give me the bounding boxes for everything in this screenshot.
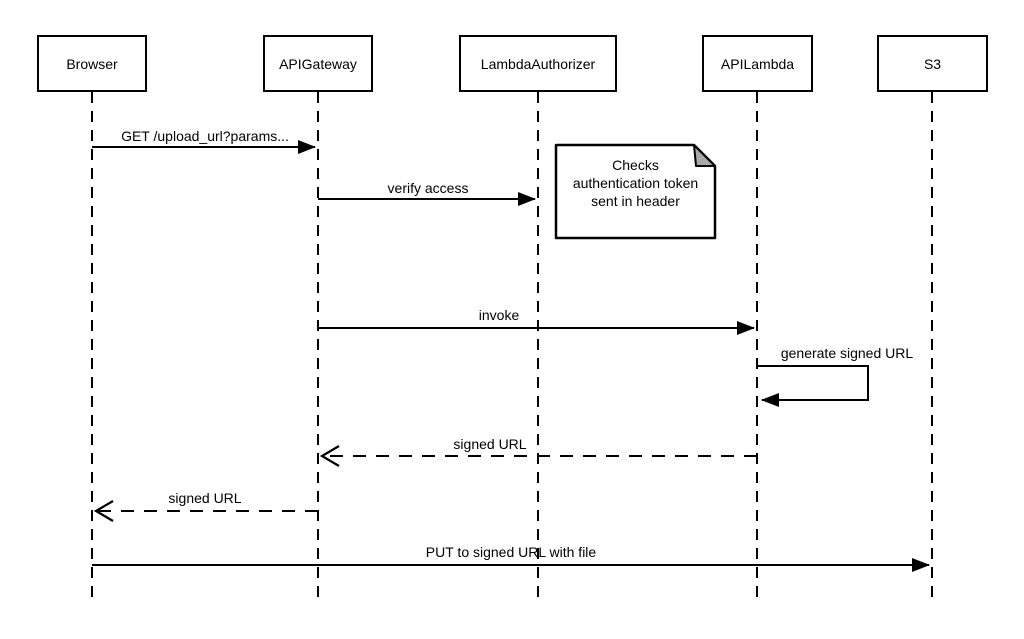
note-text: Checks authentication token sent in head… <box>560 156 711 210</box>
message-label-put-to-signed-url: PUT to signed URL with file <box>425 544 597 560</box>
message-label-verify-access: verify access <box>387 180 469 196</box>
actor-label-s3: S3 <box>923 55 942 72</box>
note-text-line-1: Checks <box>612 157 659 173</box>
note-shape <box>554 143 717 240</box>
actor-label-apigateway: APIGateway <box>279 55 357 72</box>
actor-box-browser: Browser <box>37 35 147 92</box>
actor-box-apilambda: APILambda <box>702 35 813 92</box>
message-label-generate-signed-url: generate signed URL <box>780 345 914 361</box>
actor-label-apilambda: APILambda <box>720 55 795 72</box>
actor-box-s3: S3 <box>877 35 988 92</box>
actor-box-apigateway: APIGateway <box>263 35 373 92</box>
message-label-signed-url-return-1: signed URL <box>453 436 527 452</box>
actor-label-lambdaauthorizer: LambdaAuthorizer <box>480 55 596 72</box>
message-label-signed-url-return-2: signed URL <box>168 490 242 506</box>
note-fold <box>693 144 716 167</box>
message-arrow-generate-signed-url-selfloop <box>757 365 869 407</box>
note-text-line-2: authentication token <box>572 175 699 191</box>
message-label-invoke: invoke <box>478 307 520 323</box>
message-label-get-upload-url: GET /upload_url?params... <box>121 128 289 144</box>
note-text-line-3: sent in header <box>591 193 680 209</box>
actor-label-browser: Browser <box>66 55 118 72</box>
actor-box-lambdaauthorizer: LambdaAuthorizer <box>459 35 617 92</box>
